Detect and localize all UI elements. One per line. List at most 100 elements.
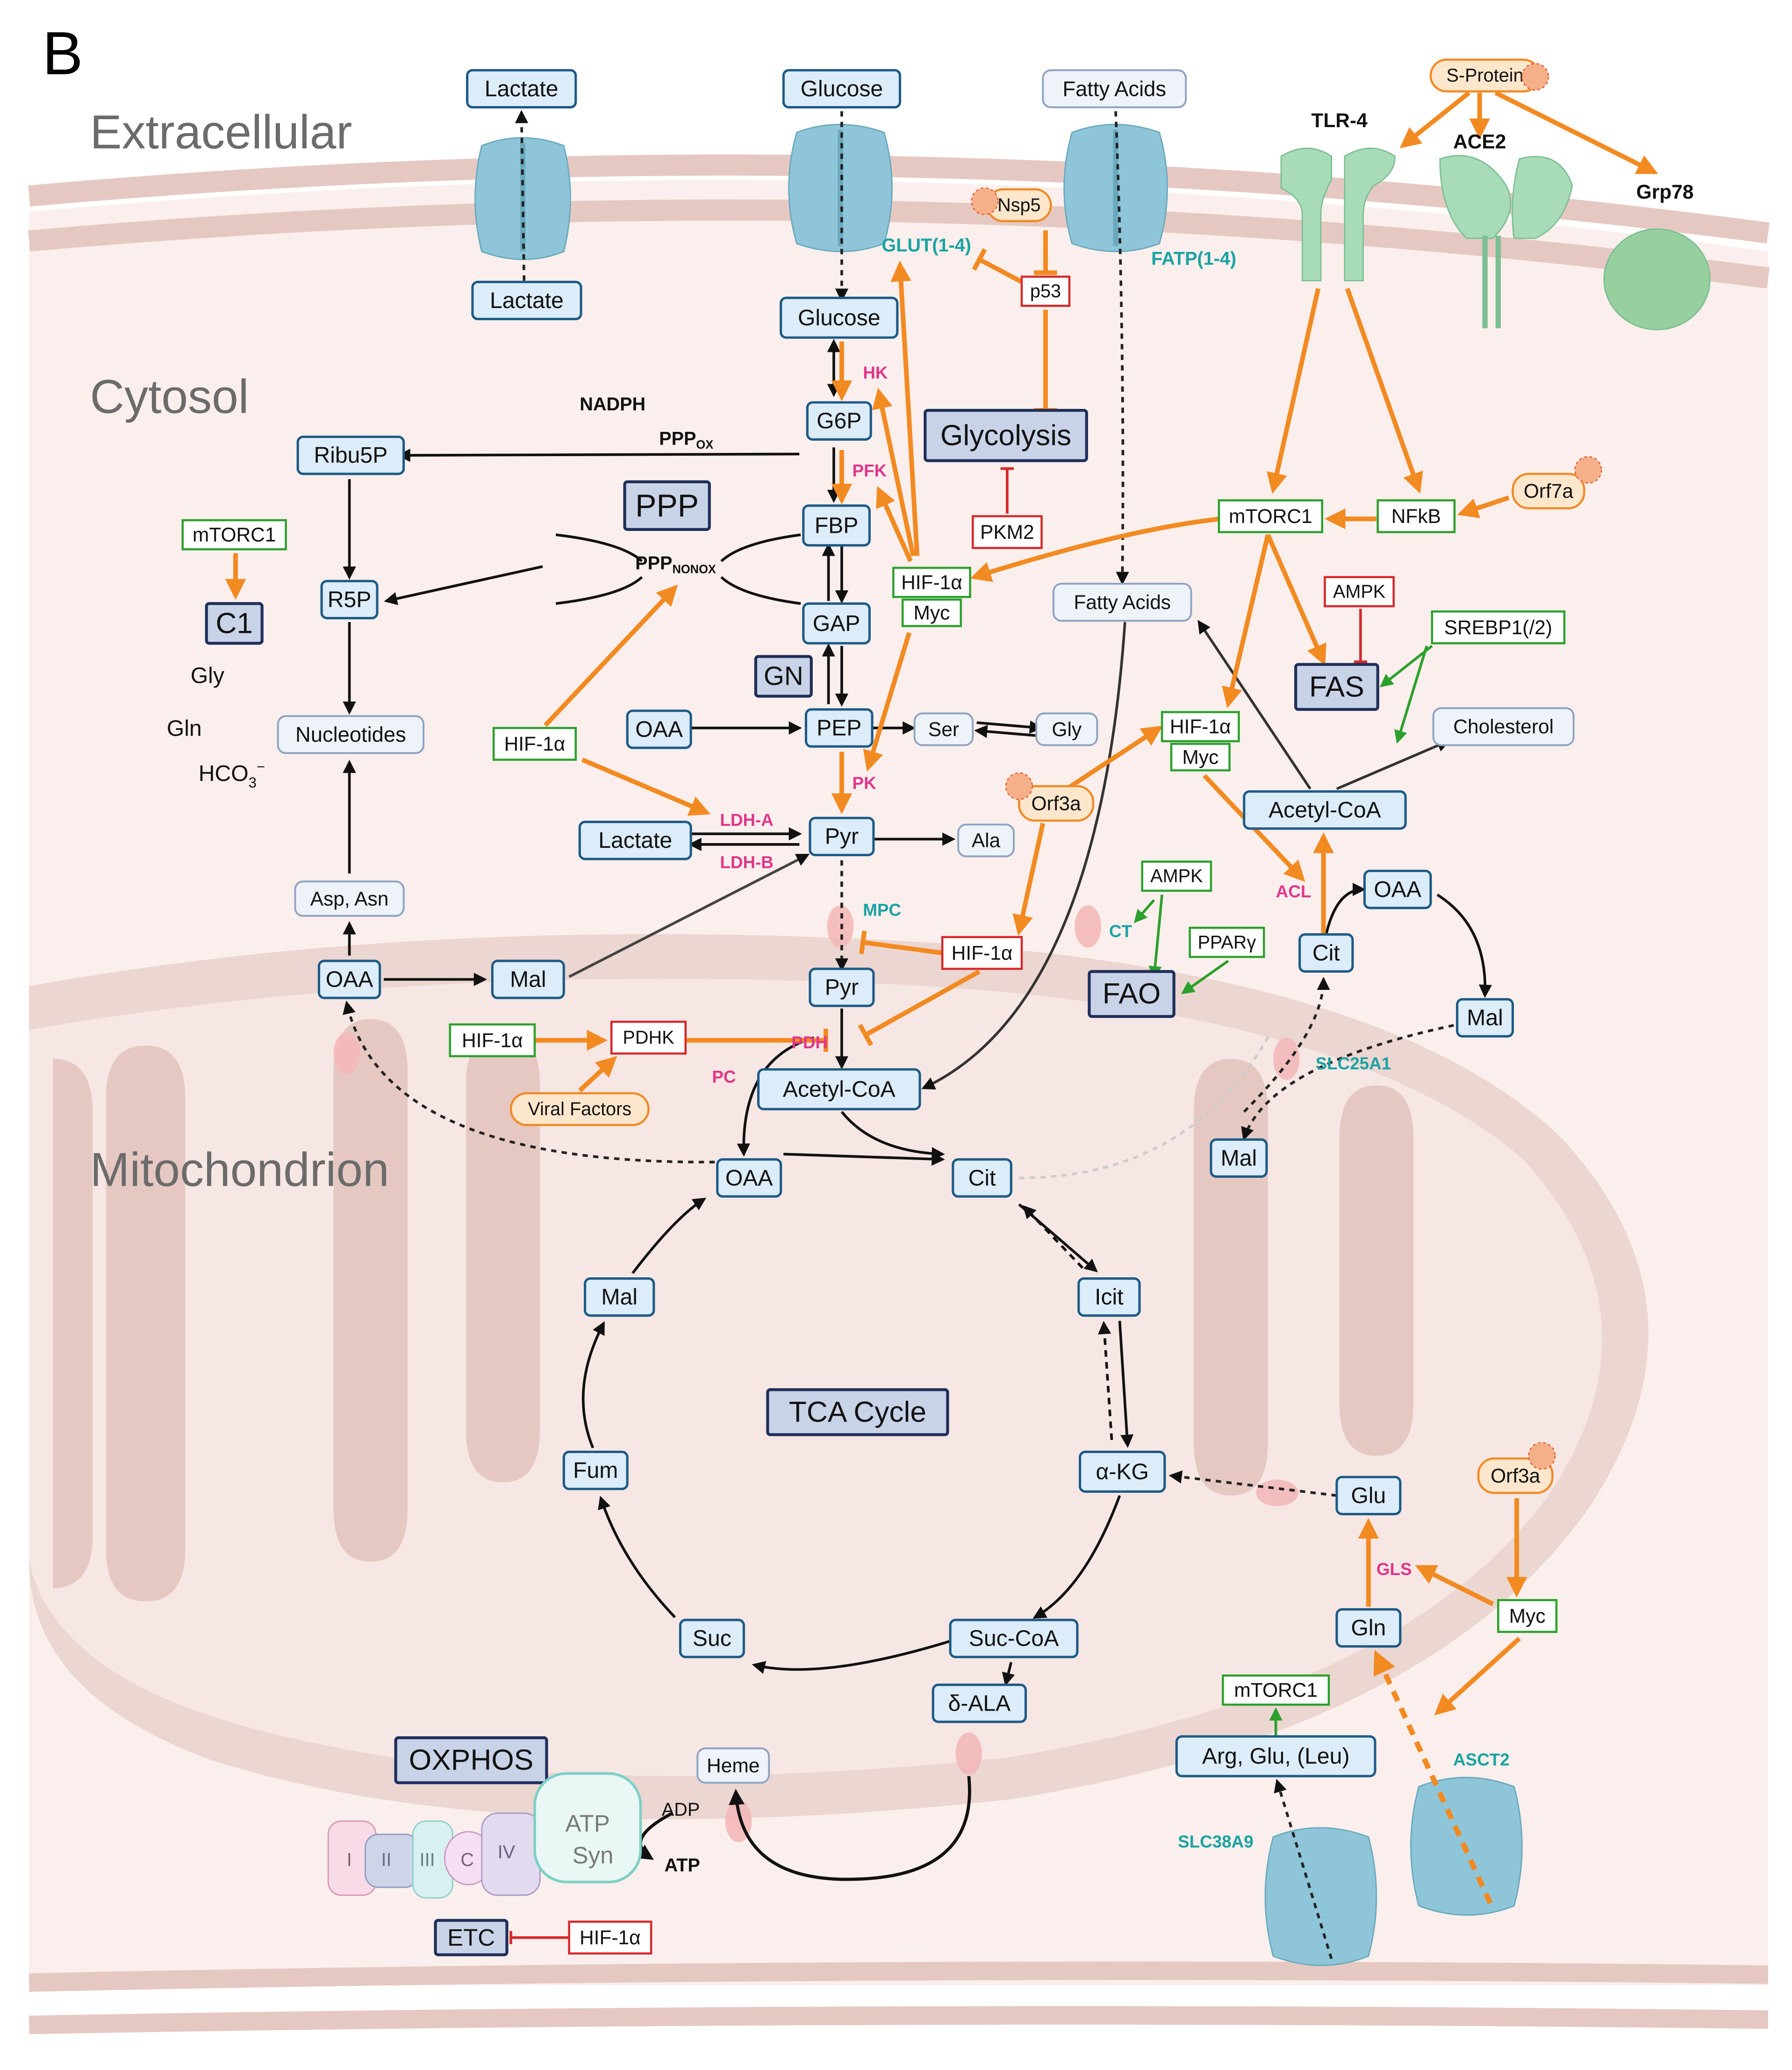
node-asp-asn: Asp, Asn [294, 881, 405, 917]
node-fum: Fum [562, 1450, 629, 1490]
node-myc-2: Myc [1170, 743, 1231, 772]
ppp-ox-label: PPPOX [659, 429, 713, 451]
node-box [780, 296, 899, 339]
node-lactate-out: Lactate [466, 69, 577, 109]
free-labels: TLR-4 ACE2 Grp78 GLUT(1-4) FATP(1-4) HK … [167, 109, 1694, 1876]
etc-iii-label: III [420, 1850, 435, 1870]
node-icit: Icit [1077, 1277, 1141, 1317]
etc-ii-label: II [381, 1850, 392, 1870]
node-label: Mal [1221, 1146, 1257, 1171]
node-mal-right-mito: Mal [1210, 1138, 1268, 1178]
node-gly-cyto: Gly [1035, 712, 1098, 746]
node-label: Lactate [598, 828, 672, 853]
region-mitochondrion: Mitochondrion [90, 1143, 389, 1196]
node-g6p: G6P [806, 401, 872, 441]
asct2-label: ASCT2 [1453, 1750, 1510, 1769]
node-label: Fatty Acids [1074, 591, 1171, 613]
node-box [1324, 576, 1395, 608]
node-box [1497, 1599, 1558, 1633]
node-label: Glu [1351, 1483, 1386, 1508]
node-box [1363, 869, 1432, 910]
node-mal-left: Mal [491, 960, 565, 999]
node-label: Mal [510, 967, 546, 992]
etc-c-label: C [460, 1850, 474, 1870]
node-heme: Heme [696, 1747, 770, 1784]
node-label: FAS [1309, 671, 1364, 703]
node-hif-myc-2: HIF-1α [1161, 711, 1240, 743]
node-box [716, 1158, 782, 1198]
glut-label: GLUT(1-4) [882, 235, 971, 256]
ppp-ox-main: PPP [659, 429, 696, 449]
node-oxphos: OXPHOS [394, 1736, 548, 1784]
ppp-ox-sub: OX [696, 438, 713, 451]
node-box [952, 1158, 1012, 1198]
hco3-label: HCO3− [199, 759, 265, 791]
atp-label: ATP [664, 1855, 700, 1876]
node-label: Heme [707, 1755, 760, 1776]
node-label: Orf3a [1491, 1465, 1541, 1487]
node-box [802, 504, 871, 547]
virus-icons [970, 63, 1602, 1470]
node-label: S-Protein [1446, 65, 1523, 86]
node-label: Pyr [825, 975, 859, 1000]
node-label: HIF-1α [504, 733, 566, 755]
node-label: HIF-1α [462, 1029, 523, 1051]
node-cholesterol: Cholesterol [1432, 707, 1575, 746]
node-ampk-fas: AMPK [1324, 576, 1395, 608]
node-box [913, 712, 974, 746]
node-glucose-in: Glucose [780, 296, 899, 339]
node-nucleotides: Nucleotides [277, 715, 425, 754]
lactate-transporter-icon [474, 137, 571, 260]
node-hif-mpc: HIF-1α [941, 936, 1023, 970]
node-box [924, 408, 1088, 462]
node-p53: p53 [1020, 275, 1071, 307]
node-hif-ppp: HIF-1α [492, 727, 577, 761]
hco3-sub: 3 [249, 774, 257, 791]
node-oaa-right: OAA [1363, 869, 1432, 910]
adp-label: ADP [662, 1799, 700, 1820]
node-box [679, 1619, 745, 1658]
grp78-icon [1603, 228, 1711, 330]
node-box [941, 936, 1023, 970]
node-box [782, 69, 902, 109]
node-box [1018, 785, 1095, 822]
nadph-label: NADPH [580, 394, 645, 415]
node-box [901, 598, 962, 627]
node-label: Acetyl-CoA [1269, 797, 1381, 823]
node-box [181, 519, 287, 551]
node-oaa-left: OAA [317, 960, 381, 999]
node-label: OAA [635, 716, 683, 742]
node-label: Glucose [801, 76, 883, 101]
node-oaa-cyto: OAA [626, 709, 692, 749]
node-box [1161, 711, 1240, 743]
tlr4-label: TLR-4 [1311, 109, 1368, 131]
node-hif-pdhk: HIF-1α [449, 1023, 536, 1058]
node-label: Icit [1095, 1284, 1124, 1310]
node-box [1035, 712, 1098, 746]
node-pkm2: PKM2 [971, 515, 1043, 549]
node-akg: α-KG [1079, 1450, 1166, 1493]
node-label: Fatty Acids [1062, 77, 1166, 100]
node-box [949, 1619, 1079, 1658]
node-box [1431, 610, 1566, 645]
node-label: AMPK [1333, 581, 1385, 602]
node-gn: GN [754, 655, 813, 698]
slc25a1-label: SLC25A1 [1316, 1054, 1391, 1073]
node-label: AMPK [1150, 866, 1203, 887]
node-label: PPARγ [1198, 932, 1256, 953]
node-box [971, 515, 1043, 549]
node-fatty-acids-out: Fatty Acids [1042, 69, 1187, 108]
node-pep: PEP [804, 708, 874, 748]
node-label: HIF-1α [952, 942, 1013, 964]
node-box [320, 580, 379, 620]
node-label: Nucleotides [295, 723, 406, 746]
node-label: HIF-1α [1170, 716, 1231, 738]
node-label: OXPHOS [409, 1744, 533, 1776]
node-label: mTORC1 [193, 524, 276, 546]
panel-label: B [43, 19, 83, 87]
node-label: FBP [815, 513, 859, 538]
node-nsp5: Nsp5 [986, 188, 1052, 222]
node-gap: GAP [802, 602, 871, 645]
node-label: Ala [972, 830, 1001, 852]
node-cit-right: Cit [1298, 933, 1354, 973]
